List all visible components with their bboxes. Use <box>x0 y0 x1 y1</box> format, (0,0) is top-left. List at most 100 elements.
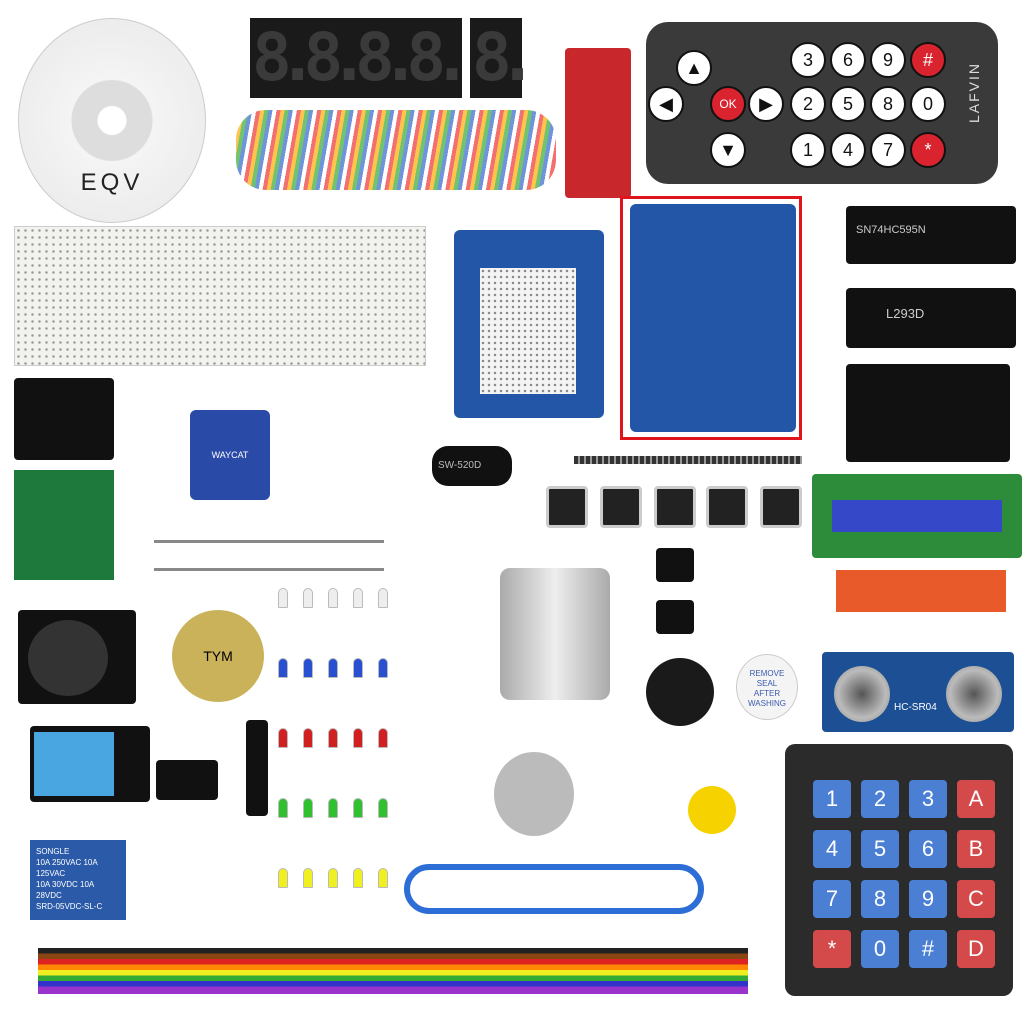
diode <box>154 540 384 543</box>
remote-key: 7 <box>870 132 906 168</box>
keypad-key: C <box>957 880 995 918</box>
relay-brand: SONGLE <box>36 847 70 856</box>
remote-key: 1 <box>790 132 826 168</box>
ultrasonic-sensor: HC-SR04 <box>822 652 1014 732</box>
relay-rating: 10A 250VAC 10A 125VAC <box>36 858 98 878</box>
chip-74hc595: SN74HC595N <box>846 206 1016 264</box>
keypad-key: 4 <box>813 830 851 868</box>
keypad-key: 7 <box>813 880 851 918</box>
stepper-motor <box>494 752 574 836</box>
remote-key: * <box>910 132 946 168</box>
led <box>278 798 288 818</box>
remote-brand: LAFVIN <box>966 62 982 124</box>
led <box>378 728 388 748</box>
led <box>328 588 338 608</box>
keypad-key: 8 <box>861 880 899 918</box>
remote-key: 0 <box>910 86 946 122</box>
led <box>328 868 338 888</box>
battery-clip <box>156 760 218 800</box>
led <box>378 798 388 818</box>
highlight-box <box>620 196 802 440</box>
led <box>278 868 288 888</box>
transistor <box>656 548 694 582</box>
led <box>278 658 288 678</box>
keypad-key: A <box>957 780 995 818</box>
breadboard <box>14 226 426 366</box>
potentiometer: TYM <box>172 610 264 702</box>
led <box>303 658 313 678</box>
remote-right: ▶ <box>748 86 784 122</box>
relay-rating2: 10A 30VDC 10A 28VDC <box>36 880 94 900</box>
stepper-driver-board <box>14 470 114 580</box>
remote-key: 8 <box>870 86 906 122</box>
cd-disc: EQV <box>18 18 206 223</box>
arduino-uno-board <box>630 204 796 432</box>
seven-segment-4digit: 8.8.8.8. <box>250 18 472 98</box>
push-button <box>654 486 696 528</box>
keypad-key: 3 <box>909 780 947 818</box>
servo-motor: WAYCAT <box>190 410 270 500</box>
push-button <box>706 486 748 528</box>
keypad-key: 5 <box>861 830 899 868</box>
seven-segment-1digit: 8. <box>470 18 537 98</box>
remote-key: 6 <box>830 42 866 78</box>
led <box>353 588 363 608</box>
led <box>378 868 388 888</box>
led <box>353 728 363 748</box>
led <box>378 658 388 678</box>
joystick-module <box>18 610 136 704</box>
keypad-key: D <box>957 930 995 968</box>
remote-left: ◀ <box>648 86 684 122</box>
fan-propeller <box>688 786 736 834</box>
keypad-key: 6 <box>909 830 947 868</box>
remote-key: 9 <box>870 42 906 78</box>
ir-receiver-module <box>14 378 114 460</box>
remote-key: 4 <box>830 132 866 168</box>
led <box>328 658 338 678</box>
relay: SONGLE 10A 250VAC 10A 125VAC 10A 30VDC 1… <box>30 840 126 920</box>
led <box>303 798 313 818</box>
diode <box>154 568 384 571</box>
pin-header <box>574 456 802 464</box>
led <box>303 728 313 748</box>
jumper-wires <box>236 110 556 190</box>
keypad-key: * <box>813 930 851 968</box>
led <box>353 658 363 678</box>
led <box>353 798 363 818</box>
prototype-shield <box>454 230 604 418</box>
lcd-1602 <box>812 474 1022 558</box>
led <box>328 798 338 818</box>
transistor <box>656 600 694 634</box>
remote-key: 2 <box>790 86 826 122</box>
power-supply-module <box>846 364 1010 462</box>
keypad-key: B <box>957 830 995 868</box>
led <box>378 588 388 608</box>
remote-down: ▼ <box>710 132 746 168</box>
push-button <box>546 486 588 528</box>
led <box>278 728 288 748</box>
dht11-sensor <box>30 726 150 802</box>
led <box>353 868 363 888</box>
buzzer <box>646 658 714 726</box>
remote-key: # <box>910 42 946 78</box>
remote-up: ▲ <box>676 50 712 86</box>
sound-sensor-module <box>565 48 631 198</box>
keypad-key: 2 <box>861 780 899 818</box>
water-level-sensor <box>836 570 1006 612</box>
ir-remote: ▲ ◀ OK ▶ ▼ 3 6 9 # 2 5 8 0 1 4 7 * LAFVI… <box>646 22 998 184</box>
remote-key: 3 <box>790 42 826 78</box>
usb-cable <box>404 864 704 914</box>
led <box>303 588 313 608</box>
led <box>278 588 288 608</box>
keypad-key: # <box>909 930 947 968</box>
keypad-key: 0 <box>861 930 899 968</box>
dc-motor <box>500 568 610 700</box>
tilt-switch: SW-520D <box>432 446 512 486</box>
led <box>328 728 338 748</box>
dc-plug <box>246 720 268 816</box>
ultrasonic-label: HC-SR04 <box>894 702 937 713</box>
keypad-key: 9 <box>909 880 947 918</box>
push-button <box>760 486 802 528</box>
dupont-ribbon-cable <box>38 948 748 994</box>
